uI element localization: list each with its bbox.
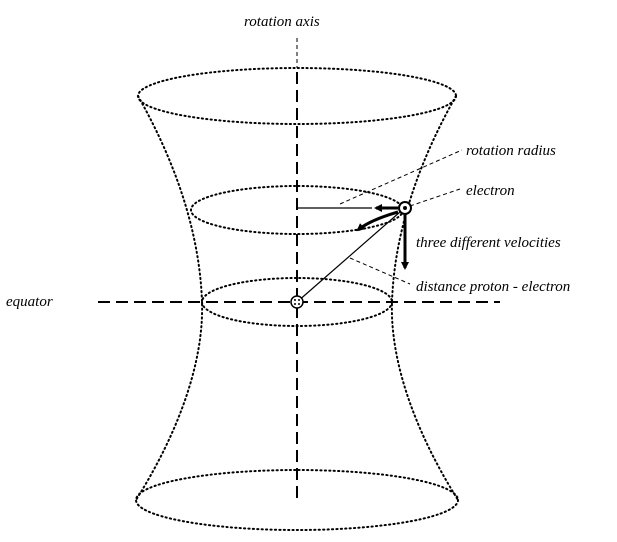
equator-label: equator	[6, 294, 53, 310]
leader-rotation-radius	[339, 149, 463, 205]
rotation-axis-label: rotation axis	[244, 14, 320, 30]
velocity-arrow-curved	[356, 210, 399, 232]
rotation-radius-label: rotation radius	[466, 143, 556, 159]
proton-icon	[290, 295, 304, 309]
right-profile	[390, 95, 459, 501]
electron-label: electron	[466, 183, 515, 199]
leader-electron	[409, 188, 461, 207]
proton-dot	[298, 303, 300, 305]
three-velocities-label: three different velocities	[416, 235, 561, 251]
leader-distance	[349, 257, 411, 285]
proton-dot	[294, 299, 296, 301]
electron-core	[403, 206, 407, 210]
distance-label: distance proton - electron	[416, 279, 570, 295]
left-profile	[135, 95, 204, 501]
distance-line	[296, 211, 401, 303]
bottom-ellipse	[135, 469, 459, 531]
proton-dot	[294, 303, 296, 305]
proton-dot	[298, 299, 300, 301]
